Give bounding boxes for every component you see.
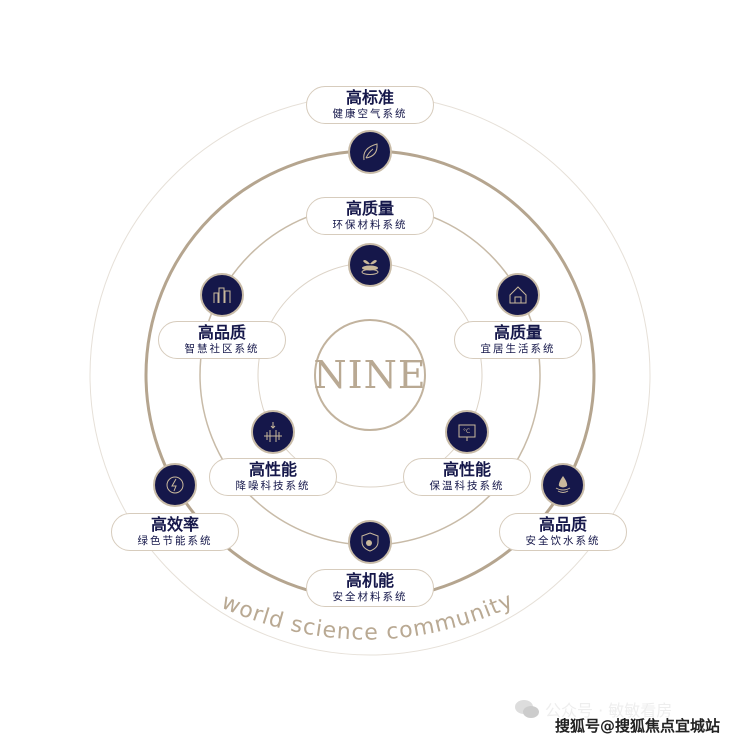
node-label: 高机能安全材料系统	[306, 569, 434, 607]
node-title: 高品质	[538, 515, 587, 534]
node-subtitle: 智慧社区系统	[184, 343, 260, 355]
node-subtitle: 绿色节能系统	[137, 535, 213, 547]
node-subtitle: 环保材料系统	[332, 219, 408, 231]
watermark-wechat: 公众号 · 敏敏看房	[545, 701, 673, 720]
buildings-icon	[200, 273, 244, 317]
node-label: 高性能保温科技系统	[403, 458, 531, 496]
house-icon	[496, 273, 540, 317]
node-label: 高效率绿色节能系统	[111, 513, 239, 551]
node-title: 高质量	[345, 199, 394, 218]
node-subtitle: 降噪科技系统	[235, 480, 311, 492]
node-title: 高效率	[150, 515, 199, 534]
node-label: 高性能降噪科技系统	[209, 458, 337, 496]
node-title: 高品质	[197, 323, 246, 342]
sprout-icon	[348, 243, 392, 287]
nine-logo: NINE	[313, 319, 426, 431]
node-label: 高品质智慧社区系统	[158, 321, 286, 359]
node-label: 高质量环保材料系统	[306, 197, 434, 235]
soundwave-icon	[251, 410, 295, 454]
node-subtitle: 宜居生活系统	[480, 343, 556, 355]
node-label: 高品质安全饮水系统	[499, 513, 627, 551]
node-title: 高标准	[345, 88, 394, 107]
node-title: 高机能	[345, 571, 394, 590]
leaf-icon	[348, 130, 392, 174]
node-title: 高性能	[442, 460, 491, 479]
shield-icon	[348, 520, 392, 564]
node-subtitle: 安全饮水系统	[525, 535, 601, 547]
node-subtitle: 健康空气系统	[332, 108, 408, 120]
water-drop-icon	[541, 463, 585, 507]
node-subtitle: 安全材料系统	[332, 591, 408, 603]
thermometer-icon: °C	[445, 410, 489, 454]
energy-icon	[153, 463, 197, 507]
node-title: 高性能	[248, 460, 297, 479]
node-subtitle: 保温科技系统	[429, 480, 505, 492]
svg-text:°C: °C	[463, 428, 470, 435]
wechat-icon	[515, 700, 539, 718]
watermark-sohu: 搜狐号@搜狐焦点宜城站	[555, 717, 721, 735]
node-title: 高质量	[493, 323, 542, 342]
node-label: 高标准健康空气系统	[306, 86, 434, 124]
node-label: 高质量宜居生活系统	[454, 321, 582, 359]
